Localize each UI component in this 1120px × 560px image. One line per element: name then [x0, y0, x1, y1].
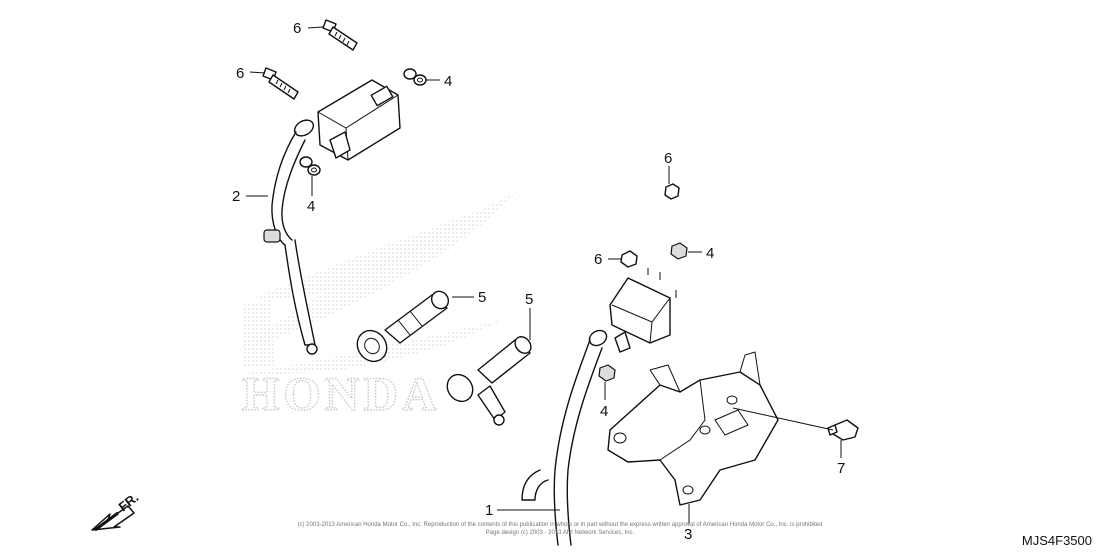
callout-6-right-upper: 6 — [664, 150, 672, 167]
callout-3: 3 — [684, 526, 692, 543]
callout-6-left: 6 — [236, 65, 244, 82]
fr-label: FR. — [116, 490, 142, 515]
honda-wing-watermark: HONDA — [240, 190, 520, 422]
washer-4-upper-right[interactable] — [403, 68, 427, 86]
callout-5-right: 5 — [525, 291, 533, 308]
washer-4-right-upper[interactable] — [670, 242, 688, 260]
spark-plug-cap-left[interactable] — [351, 288, 451, 367]
callout-1: 1 — [485, 502, 493, 519]
leader-lines — [246, 26, 842, 524]
callout-4-upper-right: 4 — [444, 73, 452, 90]
washer-4-right-lower[interactable] — [598, 364, 616, 382]
callout-4-right-lower: 4 — [600, 403, 608, 420]
bolt-6-left[interactable] — [262, 67, 299, 100]
callout-6-right-lower: 6 — [594, 251, 602, 268]
copyright-line-2: Page design (c) 2003 - 2013 ARI Network … — [485, 530, 635, 536]
callout-7: 7 — [837, 460, 845, 477]
diagram-code: MJS4F3500 — [1021, 533, 1092, 548]
copyright-line-1: (c) 2003-2013 American Honda Motor Co., … — [297, 522, 823, 528]
nut-6-right-lower[interactable] — [620, 250, 638, 268]
callout-4-right-upper: 4 — [706, 245, 714, 262]
bolt-6-top[interactable] — [322, 19, 358, 51]
callout-6-top: 6 — [293, 20, 301, 37]
ignition-coil-lower[interactable] — [521, 268, 677, 546]
honda-watermark-text: HONDA — [242, 368, 441, 421]
nut-6-right-upper[interactable] — [664, 183, 680, 200]
spark-plug-cap-right[interactable] — [442, 334, 534, 426]
flange-bolt-7[interactable] — [827, 419, 859, 441]
ignition-coil-upper[interactable] — [263, 79, 401, 355]
callout-5-left: 5 — [478, 289, 486, 306]
mounting-bracket[interactable] — [607, 351, 779, 506]
callout-labels: 6 6 4 2 4 5 5 6 6 4 4 7 1 3 — [232, 20, 845, 543]
callout-2: 2 — [232, 188, 240, 205]
washer-4-upper-left[interactable] — [299, 156, 321, 176]
callout-4-upper-left: 4 — [307, 198, 315, 215]
